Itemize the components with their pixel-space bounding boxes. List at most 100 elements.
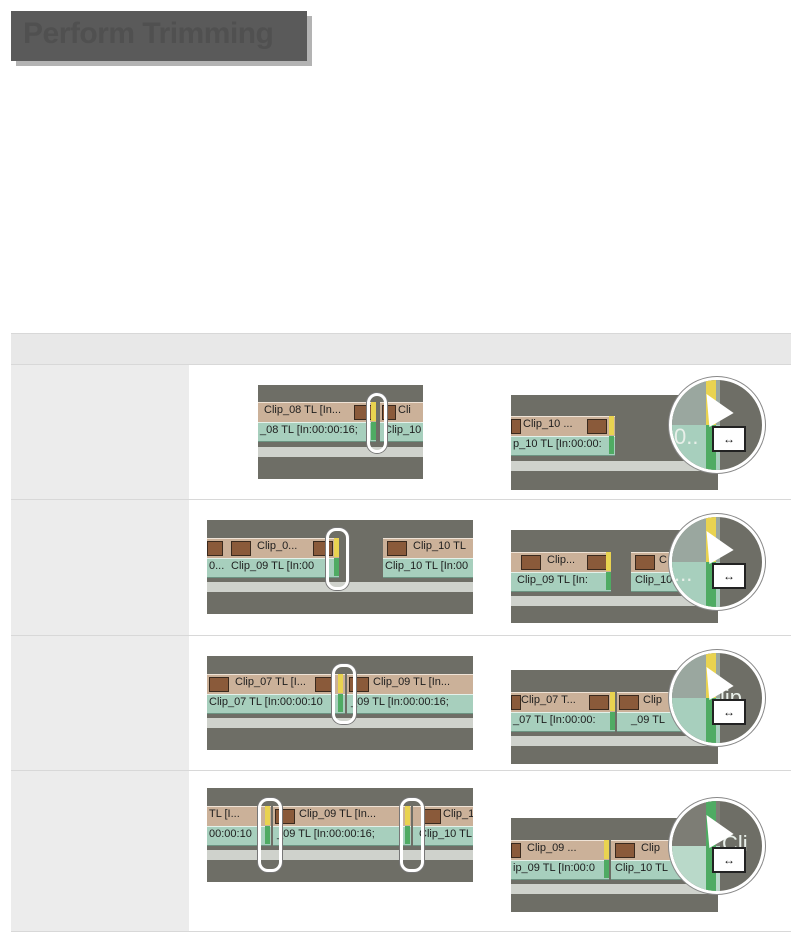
clip-video-label: C bbox=[659, 554, 667, 566]
clip-audio-label: _09 TL [In:00:00:16; bbox=[277, 828, 375, 840]
edit-point-marker bbox=[610, 692, 615, 711]
edit-point-marker bbox=[604, 840, 609, 859]
clip-audio-label: Clip_10 bbox=[384, 424, 422, 436]
clip: Clip_09 TL [In... _09 TL [In:00:00:16; bbox=[347, 674, 473, 714]
trim-cursor-icon: ↔ bbox=[712, 563, 746, 589]
clip: Cli Clip_10 bbox=[380, 402, 423, 442]
clip-video-label: Clip bbox=[643, 694, 662, 706]
clip: Clip_1 Clip_10 TL bbox=[413, 806, 473, 846]
clip-video-label: Clip_10 TL bbox=[413, 540, 466, 552]
clip: Clip_07 T... _07 TL [In:00:00: bbox=[511, 692, 615, 732]
edit-point-marker bbox=[265, 806, 270, 825]
edit-point-marker bbox=[609, 416, 614, 435]
timeline-track-base bbox=[511, 736, 718, 746]
clip: Clip_0... 0... Clip_09 TL [In:00 bbox=[207, 538, 339, 578]
clip-thumbnail-icon bbox=[231, 541, 251, 556]
row-label-cell bbox=[11, 365, 189, 500]
edit-point-marker bbox=[338, 694, 343, 712]
trim-selection-highlight bbox=[400, 798, 424, 872]
clip-audio-label: ip_09 TL [In:00:0 bbox=[513, 862, 595, 874]
clip-thumbnail-icon bbox=[587, 419, 607, 434]
clip-video-label: Clip bbox=[641, 842, 660, 854]
clip-audio-label: _08 TL [In:00:00:16; bbox=[260, 424, 358, 436]
clip-video-label: Clip_07 TL [I... bbox=[235, 676, 306, 688]
clip-thumbnail-icon bbox=[511, 695, 521, 710]
edit-point-marker bbox=[334, 538, 339, 557]
clip-audio-label: Clip_07 TL [In:00:00:10 bbox=[209, 696, 323, 708]
clip-thumbnail-icon bbox=[635, 555, 655, 570]
trim-selection-highlight bbox=[258, 798, 282, 872]
clip-video-label: Clip_0... bbox=[257, 540, 298, 552]
clip-thumbnail-icon bbox=[511, 843, 521, 858]
clip-audio-label: Clip_09 TL [In: bbox=[517, 574, 588, 586]
clip-thumbnail-icon bbox=[615, 843, 635, 858]
edit-point-marker bbox=[371, 422, 376, 440]
clip: Clip... Clip_09 TL [In: bbox=[511, 552, 611, 592]
magnifier-clip-label: 0.. bbox=[674, 424, 699, 449]
edit-point-marker bbox=[265, 826, 270, 844]
clip-audio-label: _09 TL bbox=[631, 714, 666, 726]
edit-point-marker bbox=[338, 674, 343, 693]
trim-selection-highlight bbox=[367, 393, 387, 453]
timeline-before-1: Clip_08 TL [In... _08 TL [In:00:00:16; C… bbox=[258, 385, 423, 479]
clip-video-label: TL [I... bbox=[209, 808, 240, 820]
magnifier-callout: ... ↔ bbox=[669, 514, 765, 610]
trim-selection-highlight bbox=[326, 528, 349, 590]
clip: Clip_10 ... p_10 TL [In:00:00: bbox=[511, 416, 615, 456]
timeline-track-base bbox=[207, 850, 473, 860]
clip-audio-label: _07 TL [In:00:00: bbox=[513, 714, 596, 726]
timeline-track-base bbox=[511, 596, 718, 606]
table-header bbox=[11, 333, 791, 365]
clip-video-label: Clip_09 TL [In... bbox=[299, 808, 377, 820]
clip-audio-label: _09 TL [In:00:00:16; bbox=[351, 696, 449, 708]
clip-thumbnail-icon bbox=[589, 695, 609, 710]
edit-point-marker bbox=[405, 806, 410, 825]
clip: Clip_09 ... ip_09 TL [In:00:0 bbox=[511, 840, 609, 880]
timeline-before-3: Clip_07 TL [I... Clip_07 TL [In:00:00:10… bbox=[207, 656, 473, 750]
clip-audio-label: p_10 TL [In:00:00: bbox=[513, 438, 602, 450]
timeline-before-4: TL [I... 00:00:10 Clip_09 TL [In... _09 … bbox=[207, 788, 473, 882]
clip-thumbnail-icon bbox=[587, 555, 607, 570]
clip-thumbnail-icon bbox=[387, 541, 407, 556]
timeline-track-base bbox=[258, 447, 423, 457]
clip-thumbnail-icon bbox=[207, 541, 223, 556]
clip-video-label: Cli bbox=[398, 404, 411, 416]
trim-cursor-icon: ↔ bbox=[712, 699, 746, 725]
trim-cursor-icon: ↔ bbox=[712, 426, 746, 452]
clip-audio-label: 00:00:10 bbox=[209, 828, 252, 840]
magnifier-callout: lip ↔ bbox=[669, 650, 765, 746]
table-bottom-border bbox=[11, 931, 791, 932]
clip-thumbnail-icon bbox=[521, 555, 541, 570]
clip: Clip_10 TL Clip_10 TL [In:00 bbox=[383, 538, 473, 578]
edit-point-marker bbox=[604, 860, 609, 878]
edit-point-marker bbox=[610, 712, 615, 730]
timeline-track-base bbox=[511, 461, 718, 471]
clip-video-label: Clip_07 T... bbox=[521, 694, 576, 706]
magnifier-callout: 0.. ↔ bbox=[669, 377, 765, 473]
clip-thumbnail-icon bbox=[421, 809, 441, 824]
timeline-track-base bbox=[511, 884, 718, 894]
page-title: Perform Trimming bbox=[23, 17, 274, 50]
clip-video-label: Clip_10 ... bbox=[523, 418, 573, 430]
clip-thumbnail-icon bbox=[209, 677, 229, 692]
clip-video-label: Clip_1 bbox=[443, 808, 473, 820]
clip: TL [I... 00:00:10 bbox=[207, 806, 271, 846]
clip-audio-label: 0... bbox=[209, 560, 225, 572]
edit-point-marker bbox=[606, 552, 611, 571]
edit-point-marker bbox=[334, 558, 339, 576]
magnifier-clip-label: ... bbox=[674, 561, 693, 586]
clip: Clip_07 TL [I... Clip_07 TL [In:00:00:10 bbox=[207, 674, 345, 714]
trim-cursor-icon: ↔ bbox=[712, 847, 746, 873]
clip: Clip_09 TL [In... _09 TL [In:00:00:16; bbox=[273, 806, 411, 846]
clip-video-label: Clip... bbox=[547, 554, 576, 566]
timeline-before-2: Clip_0... 0... Clip_09 TL [In:00 Clip_10… bbox=[207, 520, 473, 614]
clip-audio-label: Clip_09 TL [In:00 bbox=[231, 560, 315, 572]
clip-video-label: Clip_09 TL [In... bbox=[373, 676, 451, 688]
clip-audio-label: Clip_10 TL [In:00 bbox=[385, 560, 469, 572]
edit-point-marker bbox=[606, 572, 611, 590]
clip-video-label: Clip_08 TL [In... bbox=[264, 404, 342, 416]
row-label-cell bbox=[11, 771, 189, 932]
trim-selection-highlight bbox=[332, 664, 356, 724]
clip-video-label: Clip_09 ... bbox=[527, 842, 577, 854]
row-label-cell bbox=[11, 500, 189, 636]
